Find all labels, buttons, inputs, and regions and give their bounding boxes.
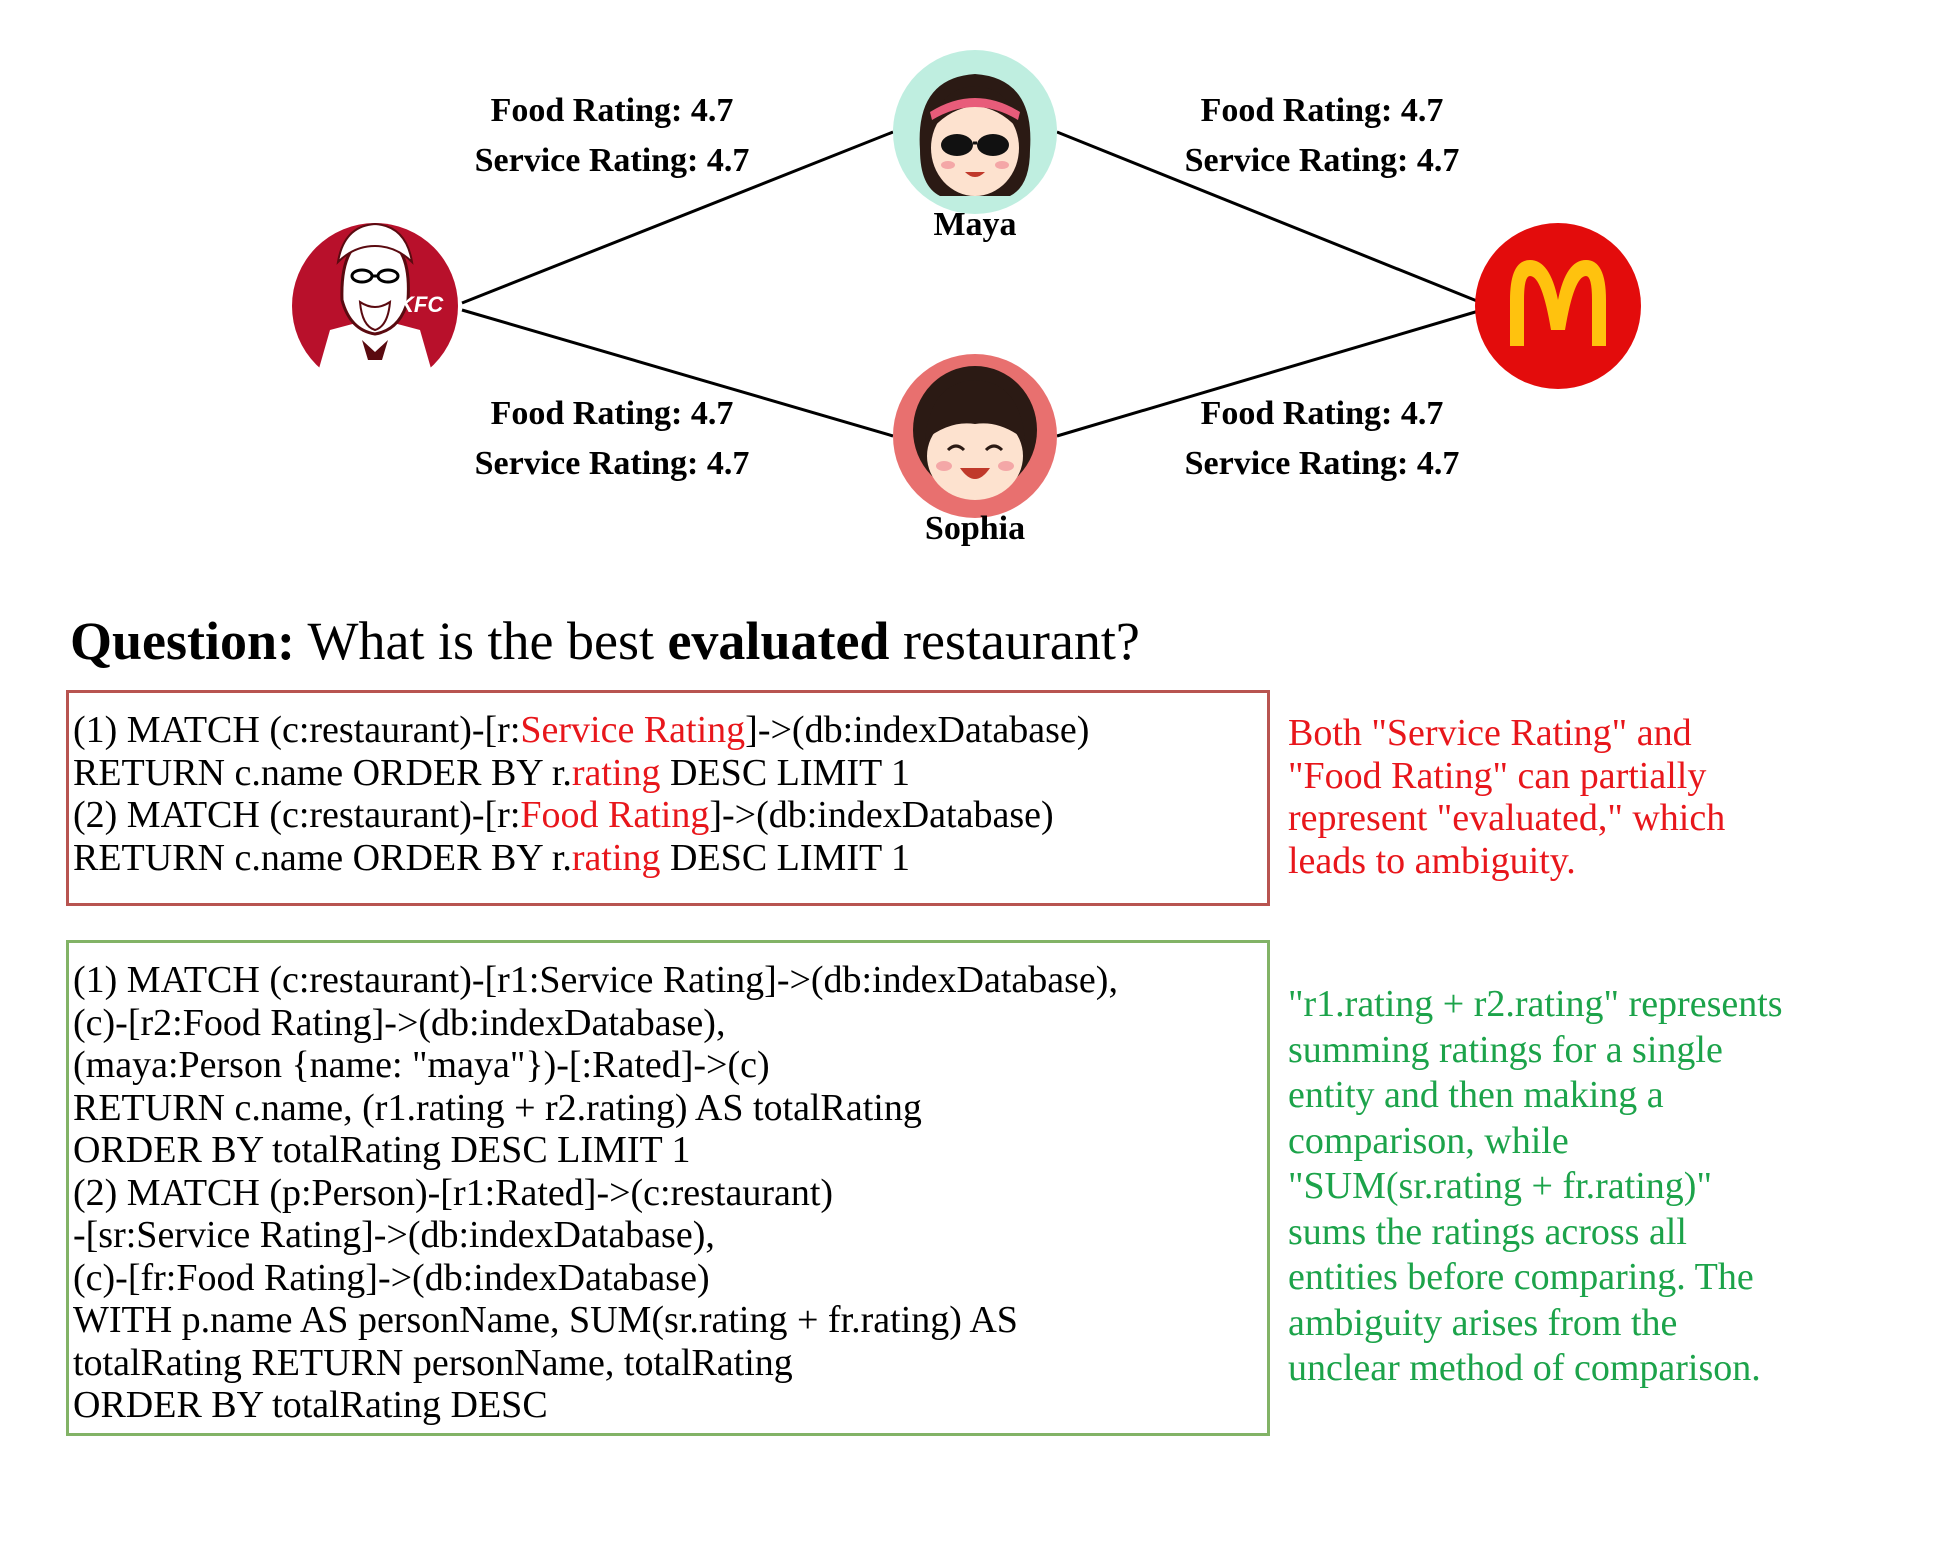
code-line: ORDER BY totalRating DESC (73, 1384, 1267, 1427)
kfc-logo-text: KFC (398, 292, 444, 317)
ambiguity-note-red: Both "Service Rating" and "Food Rating" … (1288, 712, 1908, 882)
question-emphasis: evaluated (667, 611, 889, 671)
question-text-before: What is the best (295, 611, 667, 671)
code-line: (1) MATCH (c:restaurant)-[r:Service Rati… (73, 709, 1267, 752)
food-rating-label: Food Rating: 4.7 (412, 389, 812, 439)
edge-label-kfc-maya: Food Rating: 4.7 Service Rating: 4.7 (412, 86, 812, 186)
question-text-after: restaurant? (889, 611, 1139, 671)
code-line: (c)-[r2:Food Rating]->(db:indexDatabase)… (73, 1002, 1267, 1045)
code-line: -[sr:Service Rating]->(db:indexDatabase)… (73, 1214, 1267, 1257)
service-rating-label: Service Rating: 4.7 (1122, 439, 1522, 489)
question-label: Question: (70, 611, 295, 671)
food-rating-label: Food Rating: 4.7 (1122, 86, 1522, 136)
code-line: ORDER BY totalRating DESC LIMIT 1 (73, 1129, 1267, 1172)
maya-avatar (893, 50, 1057, 214)
code-line: RETURN c.name ORDER BY r.rating DESC LIM… (73, 752, 1267, 795)
sophia-avatar (893, 354, 1057, 518)
restaurant-rating-graph: KFC (0, 0, 1960, 580)
sophia-name: Sophia (855, 510, 1095, 548)
code-line: (1) MATCH (c:restaurant)-[r1:Service Rat… (73, 959, 1267, 1002)
food-rating-label: Food Rating: 4.7 (412, 86, 812, 136)
service-rating-label: Service Rating: 4.7 (412, 439, 812, 489)
ambiguous-query-box: (1) MATCH (c:restaurant)-[r:Service Rati… (66, 690, 1270, 906)
service-rating-label: Service Rating: 4.7 (1122, 136, 1522, 186)
question: Question: What is the best evaluated res… (70, 610, 1140, 672)
code-line: RETURN c.name ORDER BY r.rating DESC LIM… (73, 837, 1267, 880)
service-rating-label: Service Rating: 4.7 (412, 136, 812, 186)
edge-label-sophia-mcdonalds: Food Rating: 4.7 Service Rating: 4.7 (1122, 389, 1522, 489)
edge-label-maya-mcdonalds: Food Rating: 4.7 Service Rating: 4.7 (1122, 86, 1522, 186)
maya-name: Maya (855, 206, 1095, 244)
code-line: (2) MATCH (c:restaurant)-[r:Food Rating]… (73, 794, 1267, 837)
mcdonalds-logo (1475, 223, 1641, 389)
code-line: RETURN c.name, (r1.rating + r2.rating) A… (73, 1087, 1267, 1130)
kfc-logo: KFC (292, 223, 458, 395)
code-line: totalRating RETURN personName, totalRati… (73, 1342, 1267, 1385)
code-line: (c)-[fr:Food Rating]->(db:indexDatabase) (73, 1257, 1267, 1300)
code-line: WITH p.name AS personName, SUM(sr.rating… (73, 1299, 1267, 1342)
edge-label-kfc-sophia: Food Rating: 4.7 Service Rating: 4.7 (412, 389, 812, 489)
aggregation-query-box: (1) MATCH (c:restaurant)-[r1:Service Rat… (66, 940, 1270, 1436)
ambiguity-note-green: "r1.rating + r2.rating" represents summi… (1288, 982, 1928, 1392)
code-line: (2) MATCH (p:Person)-[r1:Rated]->(c:rest… (73, 1172, 1267, 1215)
food-rating-label: Food Rating: 4.7 (1122, 389, 1522, 439)
code-line: (maya:Person {name: "maya"})-[:Rated]->(… (73, 1044, 1267, 1087)
